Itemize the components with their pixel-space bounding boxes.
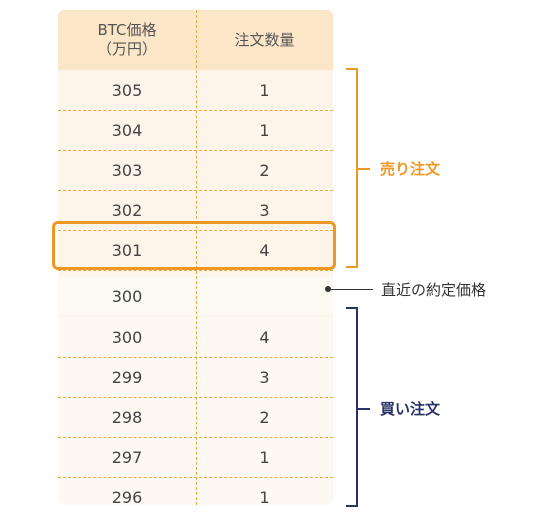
row-price: 300: [111, 327, 143, 347]
price-column-unit: （万円）: [96, 40, 157, 58]
sell-order-row: 305 1: [58, 70, 333, 110]
row-price: 299: [111, 367, 143, 387]
row-price: 304: [111, 120, 143, 140]
row-divider: [58, 477, 333, 478]
sell-bracket-tick: [358, 168, 370, 170]
row-divider: [58, 357, 333, 358]
row-divider: [58, 270, 333, 271]
sell-order-row: 304 1: [58, 110, 333, 150]
row-quantity: 1: [259, 447, 270, 467]
quantity-column-header: 注文数量: [196, 10, 333, 70]
row-divider: [58, 230, 333, 231]
row-price: 302: [111, 200, 143, 220]
sell-order-row: 303 2: [58, 150, 333, 190]
last-price-row: 300: [58, 277, 333, 315]
buy-bracket-tick: [358, 408, 370, 410]
row-quantity: 1: [259, 487, 270, 506]
last-price-label: 直近の約定価格: [381, 281, 487, 299]
row-divider: [58, 397, 333, 398]
row-quantity: 3: [259, 200, 270, 220]
buy-order-row: 300 4: [58, 317, 333, 357]
last-price-value: 300: [111, 286, 143, 306]
row-quantity: 1: [259, 80, 270, 100]
column-divider: [196, 10, 197, 505]
row-price: 298: [111, 407, 143, 427]
row-divider: [58, 110, 333, 111]
table-header: BTC価格 （万円） 注文数量: [58, 10, 333, 70]
price-column-title: BTC価格: [97, 21, 157, 39]
sell-order-row-best: 301 4: [58, 230, 333, 270]
buy-order-row: 299 3: [58, 357, 333, 397]
order-book-table: BTC価格 （万円） 注文数量 305 1 304 1 303 2 302 3 …: [58, 10, 333, 505]
row-quantity: 2: [259, 407, 270, 427]
last-price-pointer-dot: [325, 286, 331, 292]
row-quantity: 3: [259, 367, 270, 387]
row-divider: [58, 190, 333, 191]
row-quantity: 4: [259, 240, 270, 260]
row-divider: [58, 150, 333, 151]
best-ask-highlight: [52, 221, 336, 270]
price-column-header: BTC価格 （万円）: [58, 10, 196, 70]
row-divider: [58, 437, 333, 438]
row-quantity: 1: [259, 120, 270, 140]
buy-orders-label: 買い注文: [380, 400, 441, 418]
buy-order-row: 297 1: [58, 437, 333, 477]
row-price: 303: [111, 160, 143, 180]
sell-orders-bracket: [346, 68, 358, 268]
buy-orders-bracket: [346, 307, 358, 507]
row-quantity: 4: [259, 327, 270, 347]
row-quantity: 2: [259, 160, 270, 180]
row-quantity: [196, 277, 333, 315]
sell-orders-label: 売り注文: [380, 160, 441, 178]
row-price: 296: [111, 487, 143, 506]
row-price: 297: [111, 447, 143, 467]
row-price: 301: [111, 240, 143, 260]
row-price: 305: [111, 80, 143, 100]
last-price-pointer-line: [331, 289, 373, 290]
quantity-column-title: 注文数量: [234, 30, 295, 49]
buy-order-row: 298 2: [58, 397, 333, 437]
buy-order-row: 296 1: [58, 477, 333, 505]
